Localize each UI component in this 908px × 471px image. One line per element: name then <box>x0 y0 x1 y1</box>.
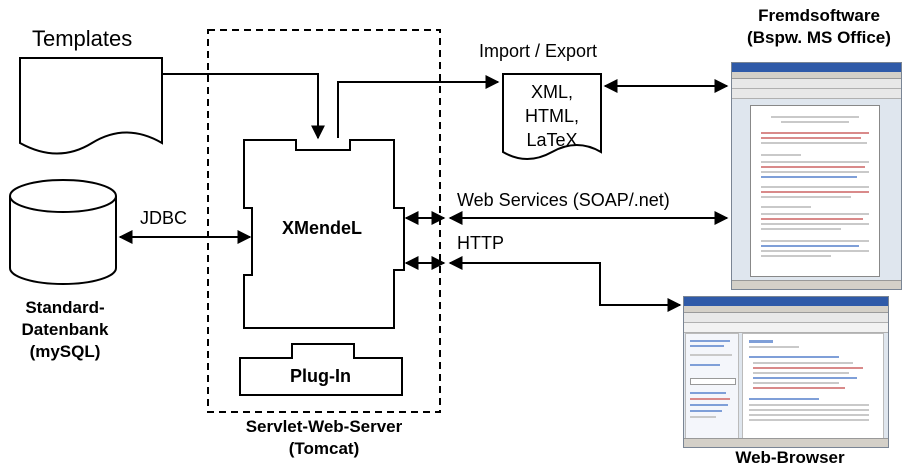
browser-content <box>742 333 884 439</box>
database-label-line-3: (mySQL) <box>29 342 101 361</box>
browser-sidebar <box>685 333 739 439</box>
xmendel-label: XMendeL <box>282 218 363 238</box>
http-arrow <box>448 256 682 312</box>
format-latex-label: LaTeX <box>526 130 578 150</box>
server-label-line-2: (Tomcat) <box>288 439 360 458</box>
format-list: XML, HTML, LaTeX <box>503 80 601 152</box>
database-label-line-2: Datenbank <box>21 320 109 339</box>
jdbc-label: JDBC <box>140 208 188 228</box>
web-browser-window-icon <box>683 296 889 448</box>
server-label-line-1: Servlet-Web-Server <box>245 417 403 436</box>
templates-to-xmendel-arrow <box>162 73 325 140</box>
server-label: Servlet-Web-Server (Tomcat) <box>212 416 436 460</box>
templates-document-shape <box>19 57 163 155</box>
foreign-software-title: Fremdsoftware <box>758 6 880 25</box>
http-label: HTTP <box>457 233 504 253</box>
plugin-label: Plug-In <box>290 366 351 386</box>
plugin-component-shape <box>239 343 403 396</box>
import-export-label: Import / Export <box>479 41 598 61</box>
web-browser-label: Web-Browser <box>735 448 845 467</box>
format-html-label: HTML, <box>525 106 579 126</box>
format-document-shape <box>502 73 602 160</box>
database-cylinder-icon <box>9 179 117 285</box>
templates-label: Templates <box>32 26 133 51</box>
xmendel-to-export-arrow <box>337 75 500 138</box>
xmendel-component-shape <box>243 139 405 329</box>
database-label: Standard- Datenbank (mySQL) <box>0 297 130 363</box>
web-services-label: Web Services (SOAP/.net) <box>457 190 670 210</box>
format-xml-label: XML, <box>530 82 573 102</box>
database-label-line-1: Standard- <box>25 298 105 317</box>
foreign-software-subtitle: (Bspw. MS Office) <box>747 28 891 47</box>
ms-word-window-icon <box>731 62 902 290</box>
document-page <box>750 105 880 277</box>
